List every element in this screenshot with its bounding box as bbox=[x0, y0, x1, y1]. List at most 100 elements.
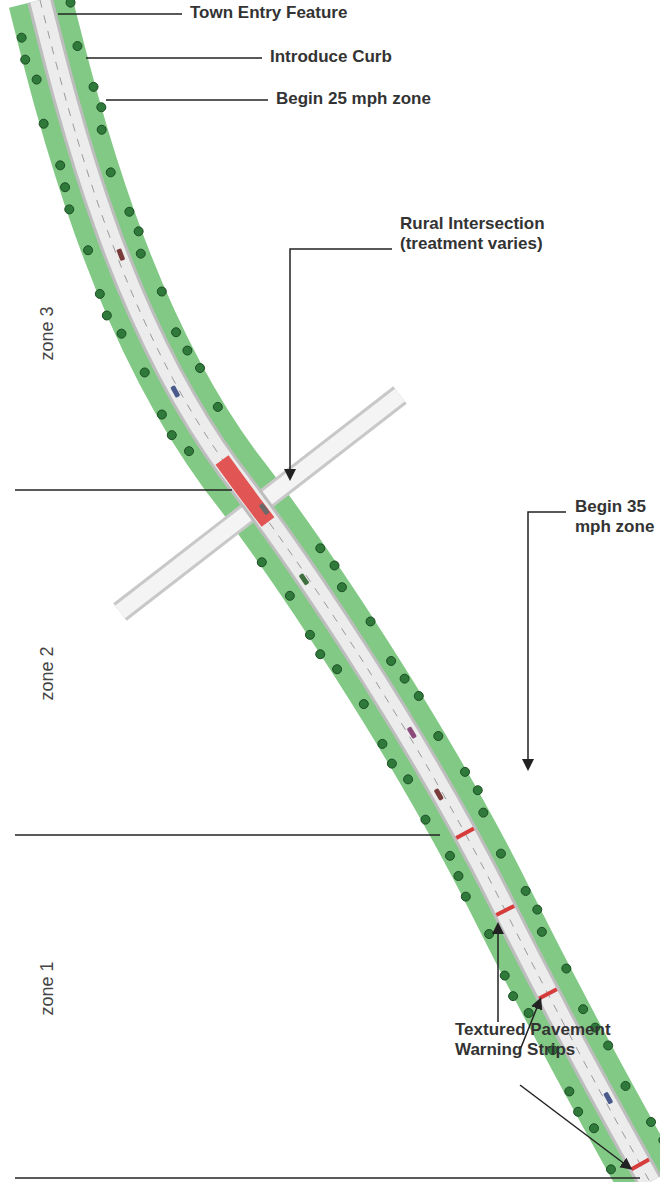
tree bbox=[479, 808, 488, 817]
car bbox=[603, 1092, 613, 1105]
tree bbox=[562, 964, 571, 973]
warning-strip bbox=[631, 1158, 650, 1171]
tree bbox=[257, 558, 266, 567]
tree bbox=[39, 119, 48, 128]
tree bbox=[97, 125, 106, 134]
leader-line bbox=[520, 1085, 630, 1168]
tree bbox=[366, 617, 375, 626]
tree bbox=[421, 815, 430, 824]
tree bbox=[95, 289, 104, 298]
tree bbox=[404, 775, 413, 784]
tree bbox=[97, 103, 106, 112]
tree bbox=[56, 161, 65, 170]
tree bbox=[337, 583, 346, 592]
warning-strips bbox=[455, 827, 650, 1171]
tree bbox=[305, 630, 314, 639]
tree bbox=[66, 0, 75, 7]
tree bbox=[61, 183, 70, 192]
main-road-edge bbox=[40, 0, 650, 1182]
tree bbox=[167, 431, 176, 440]
tree bbox=[621, 1081, 630, 1090]
tree bbox=[387, 759, 396, 768]
tree bbox=[521, 886, 530, 895]
tree bbox=[134, 227, 143, 236]
tree bbox=[445, 851, 454, 860]
tree bbox=[316, 650, 325, 659]
green-verge bbox=[40, 0, 650, 1182]
tree bbox=[400, 674, 409, 683]
car bbox=[434, 788, 444, 801]
tree bbox=[359, 700, 368, 709]
leader-line bbox=[290, 249, 392, 478]
label: Rural Intersection (treatment varies) bbox=[400, 214, 630, 255]
tree bbox=[473, 786, 482, 795]
tree bbox=[106, 168, 115, 177]
tree bbox=[524, 1008, 533, 1017]
trees bbox=[17, 0, 660, 1174]
tree bbox=[73, 42, 82, 51]
intersection-pavement bbox=[222, 460, 268, 522]
tree bbox=[565, 1087, 574, 1096]
tree bbox=[378, 739, 387, 748]
tree bbox=[89, 82, 98, 91]
tree bbox=[496, 849, 505, 858]
vehicles bbox=[116, 248, 613, 1104]
tree bbox=[414, 691, 423, 700]
tree bbox=[102, 311, 111, 320]
tree bbox=[21, 55, 30, 64]
tree bbox=[65, 205, 74, 214]
tree bbox=[32, 75, 41, 84]
tree bbox=[285, 591, 294, 600]
center-line bbox=[40, 0, 650, 1182]
label: Introduce Curb bbox=[270, 47, 470, 67]
label: Begin 35 mph zone bbox=[575, 497, 655, 538]
leader-line bbox=[58, 13, 182, 15]
tree bbox=[17, 33, 26, 42]
car bbox=[299, 573, 310, 586]
tree bbox=[140, 368, 149, 377]
tree bbox=[117, 329, 126, 338]
tree bbox=[461, 892, 470, 901]
tree bbox=[647, 1117, 656, 1126]
zone-label: zone 1 bbox=[36, 961, 57, 1015]
tree bbox=[606, 1165, 615, 1174]
tree bbox=[183, 346, 192, 355]
tree bbox=[185, 447, 194, 456]
label: Textured Pavement Warning Strips bbox=[455, 1020, 655, 1061]
tree bbox=[172, 328, 181, 337]
tree bbox=[316, 544, 325, 553]
tree bbox=[454, 871, 463, 880]
tree bbox=[533, 905, 542, 914]
tree bbox=[589, 1124, 598, 1133]
tree bbox=[333, 665, 342, 674]
cross-road bbox=[120, 395, 400, 612]
label: Begin 25 mph zone bbox=[276, 89, 516, 109]
tree bbox=[157, 410, 166, 419]
warning-strip bbox=[538, 987, 558, 1000]
zone-divider bbox=[15, 489, 232, 491]
car bbox=[407, 726, 417, 739]
tree bbox=[537, 927, 546, 936]
leader-line bbox=[528, 512, 566, 768]
tree bbox=[461, 767, 470, 776]
warning-strip bbox=[495, 904, 515, 917]
tree bbox=[157, 287, 166, 296]
cross-road-surface bbox=[120, 395, 400, 612]
tree bbox=[213, 402, 222, 411]
car bbox=[170, 385, 180, 398]
tree bbox=[84, 246, 93, 255]
tree bbox=[604, 1041, 613, 1050]
tree bbox=[434, 732, 443, 741]
zone-label: zone 3 bbox=[36, 306, 57, 360]
warning-strip bbox=[455, 827, 474, 840]
zone-divider bbox=[15, 1177, 640, 1179]
label: Town Entry Feature bbox=[190, 3, 430, 23]
tree bbox=[330, 561, 339, 570]
tree bbox=[500, 971, 509, 980]
car bbox=[259, 503, 270, 516]
leader-line bbox=[86, 57, 262, 59]
tree bbox=[387, 656, 396, 665]
tree bbox=[136, 249, 145, 258]
tree bbox=[659, 1136, 660, 1145]
